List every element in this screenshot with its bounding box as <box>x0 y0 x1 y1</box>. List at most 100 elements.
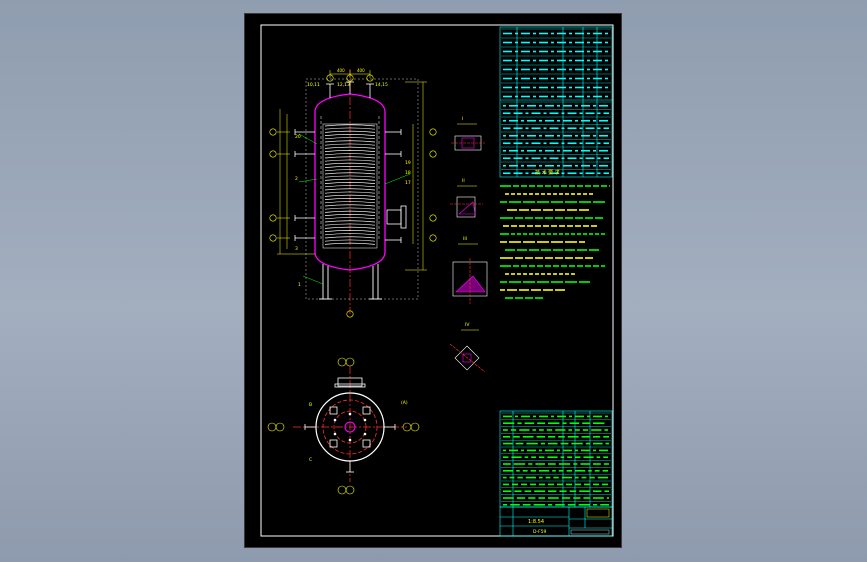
technical-notes <box>500 185 610 299</box>
left-label-2: 2 <box>295 176 298 182</box>
vessel-elevation: 10,11 12,13 14,15 400 400 20 2 3 19 18 1… <box>269 68 437 318</box>
coil-turn <box>324 153 376 156</box>
coil-turn <box>324 130 376 133</box>
coil-turn <box>324 124 376 127</box>
coil-turn <box>324 127 376 130</box>
coil-turn <box>324 175 376 178</box>
coil-turn <box>324 194 376 197</box>
marker-circle <box>429 234 437 242</box>
coil-turn <box>324 204 376 207</box>
detail-title-2: II <box>462 178 465 184</box>
plan-marker-circle <box>345 485 355 495</box>
marker-circle <box>346 74 354 82</box>
coil-turn <box>324 134 376 136</box>
plan-marker-circle <box>267 422 277 432</box>
coil-turn <box>324 172 376 175</box>
plan-marker-circle <box>337 357 347 367</box>
coil-turn <box>324 169 376 172</box>
plan-marker-circle <box>402 422 412 432</box>
left-dimensions <box>277 109 315 255</box>
coil-turn <box>324 140 376 143</box>
coil-turn <box>324 178 376 181</box>
coil-turn <box>324 220 376 223</box>
plan-marker-circle <box>337 485 347 495</box>
bottom-label: 1 <box>298 282 301 288</box>
coil-turn <box>324 146 376 149</box>
coil-turn <box>324 223 376 226</box>
coil-turn <box>324 239 376 242</box>
leader-lines <box>298 133 411 285</box>
nozzle-markers <box>269 74 437 318</box>
coil-turn <box>324 230 376 232</box>
left-nozzles <box>294 129 315 241</box>
marker-circle <box>429 150 437 158</box>
coil-turn <box>324 150 376 152</box>
detail-title-3: III <box>463 236 467 242</box>
top-label-3: 14,15 <box>375 82 388 88</box>
marker-circle <box>269 150 277 158</box>
detail-views <box>449 123 488 373</box>
marker-circle <box>326 74 334 82</box>
detail-title-4: IV <box>465 322 470 328</box>
cad-drawing-canvas: 10,11 12,13 14,15 400 400 20 2 3 19 18 1… <box>260 24 614 537</box>
marker-circle <box>269 128 277 136</box>
right-nozzles <box>385 129 407 243</box>
coil-turn <box>324 198 376 200</box>
coil-turn <box>324 217 376 220</box>
coil-turn <box>324 166 376 168</box>
top-nozzles <box>326 81 374 98</box>
marker-circle <box>429 214 437 222</box>
coil-turn <box>324 159 376 162</box>
vessel-shell <box>314 93 386 271</box>
plan-marker-circle <box>410 422 420 432</box>
right-label-1: 19 <box>405 160 411 166</box>
top-dim-1: 400 <box>337 68 345 73</box>
marker-circle <box>366 74 374 82</box>
plan-label-a: (A) <box>401 400 408 406</box>
support-legs <box>319 264 382 300</box>
coil-turn <box>324 182 376 184</box>
left-label-1: 20 <box>295 134 301 140</box>
plan-marker-circle <box>345 357 355 367</box>
table-rows-upper <box>501 28 611 98</box>
right-label-3: 17 <box>405 180 411 186</box>
marker-circle <box>346 310 354 318</box>
left-label-3: 3 <box>295 246 298 252</box>
coil-turn <box>324 226 376 229</box>
coil-turn <box>324 162 376 165</box>
coil-boundary <box>322 123 378 249</box>
table-rows-lower <box>501 101 611 175</box>
coil-turn <box>324 137 376 140</box>
coil-turn <box>324 207 376 210</box>
detail-title-1: I <box>462 116 463 122</box>
top-label-1: 10,11 <box>307 82 320 88</box>
coil-turn <box>324 210 376 213</box>
plan-label-b: B <box>309 402 312 408</box>
coil-turn <box>324 236 376 239</box>
parts-list-table <box>499 410 613 508</box>
top-label-2: 12,13 <box>337 82 350 88</box>
marker-circle <box>429 128 437 136</box>
coil-turn <box>324 185 376 188</box>
title-scale: 1:8.54 <box>528 519 544 525</box>
top-dim-2: 400 <box>357 68 365 73</box>
notes-title: 技 术 要 求 <box>535 169 560 176</box>
coil-turn <box>324 191 376 194</box>
title-drawing-no: D-F59 <box>533 529 547 535</box>
parts-list-rows <box>501 412 611 506</box>
heating-coil <box>322 123 378 249</box>
plan-label-c: C <box>309 457 312 463</box>
coil-turn <box>324 156 376 159</box>
coil-turn <box>324 242 376 245</box>
right-dimensions <box>405 81 427 271</box>
coil-turn <box>324 233 376 236</box>
marker-circle <box>269 214 277 222</box>
title-block <box>499 506 613 537</box>
plan-marker-circle <box>275 422 285 432</box>
coil-turn <box>324 201 376 204</box>
inner-frame <box>260 24 614 537</box>
coil-turn <box>324 143 376 146</box>
marker-circle <box>269 234 277 242</box>
plan-markers <box>267 357 420 495</box>
drawing-sheet: 10,11 12,13 14,15 400 400 20 2 3 19 18 1… <box>244 13 622 548</box>
